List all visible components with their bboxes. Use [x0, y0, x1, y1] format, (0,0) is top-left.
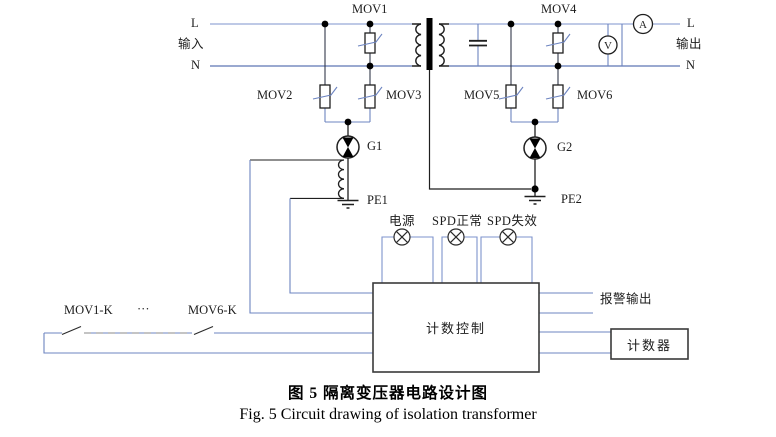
- gdt-g1-symbol: [336, 122, 360, 200]
- spd-normal-lamp-label: SPD正常: [432, 214, 483, 228]
- figure-caption-en: Fig. 5 Circuit drawing of isolation tran…: [239, 406, 537, 423]
- power-lamp-icon: [393, 228, 411, 246]
- mov4-label: MOV4: [541, 2, 577, 16]
- mov6-symbol: [545, 84, 571, 109]
- mov2-label: MOV2: [257, 88, 293, 102]
- mov3-label: MOV3: [386, 88, 422, 102]
- input-n-label: N: [191, 58, 201, 72]
- output-n-label: N: [686, 58, 696, 72]
- spd-fail-lamp-label: SPD失效: [487, 214, 538, 228]
- mov1-symbol: [357, 32, 383, 54]
- g1-label: G1: [367, 139, 383, 153]
- count-control-label: 计数控制: [425, 321, 486, 336]
- junction-dots: [321, 20, 562, 193]
- mov-k-switch-dashes: [61, 325, 214, 336]
- transformer-core: [426, 18, 433, 70]
- voltmeter-letter: V: [604, 40, 612, 52]
- alarm-output-label: 报警输出: [600, 292, 653, 306]
- mov4-symbol: [545, 32, 571, 54]
- core-shield-wire: [428, 70, 531, 190]
- mov5-symbol: [498, 84, 524, 109]
- g2-label: G2: [557, 140, 573, 154]
- spd-buses: [324, 108, 559, 123]
- pe2-ground-symbol: [524, 195, 546, 205]
- count-control-box: [372, 282, 540, 373]
- counter-box: [610, 328, 689, 360]
- spd-fail-lamp-icon: [499, 228, 517, 246]
- pe1-ground-symbol: [337, 199, 359, 209]
- mov6-k-switch-blade: [193, 325, 214, 336]
- gdt-g2-symbol: [523, 122, 547, 196]
- control-output-wires: [539, 292, 611, 354]
- spd-normal-lamp-icon: [447, 228, 465, 246]
- input-l-label: L: [191, 16, 199, 30]
- mov6-label: MOV6: [577, 88, 613, 102]
- pe2-label: PE2: [561, 192, 582, 206]
- output-label: 输出: [676, 37, 703, 51]
- mov1-k-label: MOV1-K: [64, 303, 113, 317]
- mov3-symbol: [357, 84, 383, 109]
- voltmeter: V: [598, 24, 623, 66]
- capacitor-symbol: [469, 24, 487, 66]
- switch-ellipsis: ···: [137, 302, 150, 316]
- lamp-branches: [381, 236, 533, 283]
- mov2-symbol: [312, 84, 338, 109]
- power-lines: [210, 23, 680, 67]
- mov1-label: MOV1: [352, 2, 388, 16]
- isolation-transformer-symbol: [412, 18, 531, 190]
- input-label: 输入: [178, 37, 205, 51]
- figure-caption-zh: 图 5 隔离变压器电路设计图: [287, 385, 488, 402]
- control-input-wires: [43, 160, 373, 354]
- mov1-k-switch-blade: [61, 325, 82, 336]
- mov5-label: MOV5: [464, 88, 500, 102]
- ammeter-letter: A: [639, 19, 647, 31]
- pe1-label: PE1: [367, 193, 388, 207]
- counter-label: 计数器: [626, 337, 672, 353]
- output-l-label: L: [687, 16, 695, 30]
- mov6-k-label: MOV6-K: [188, 303, 237, 317]
- power-lamp-label: 电源: [389, 214, 416, 228]
- sense-coil: [250, 159, 345, 200]
- ammeter: A: [632, 13, 654, 35]
